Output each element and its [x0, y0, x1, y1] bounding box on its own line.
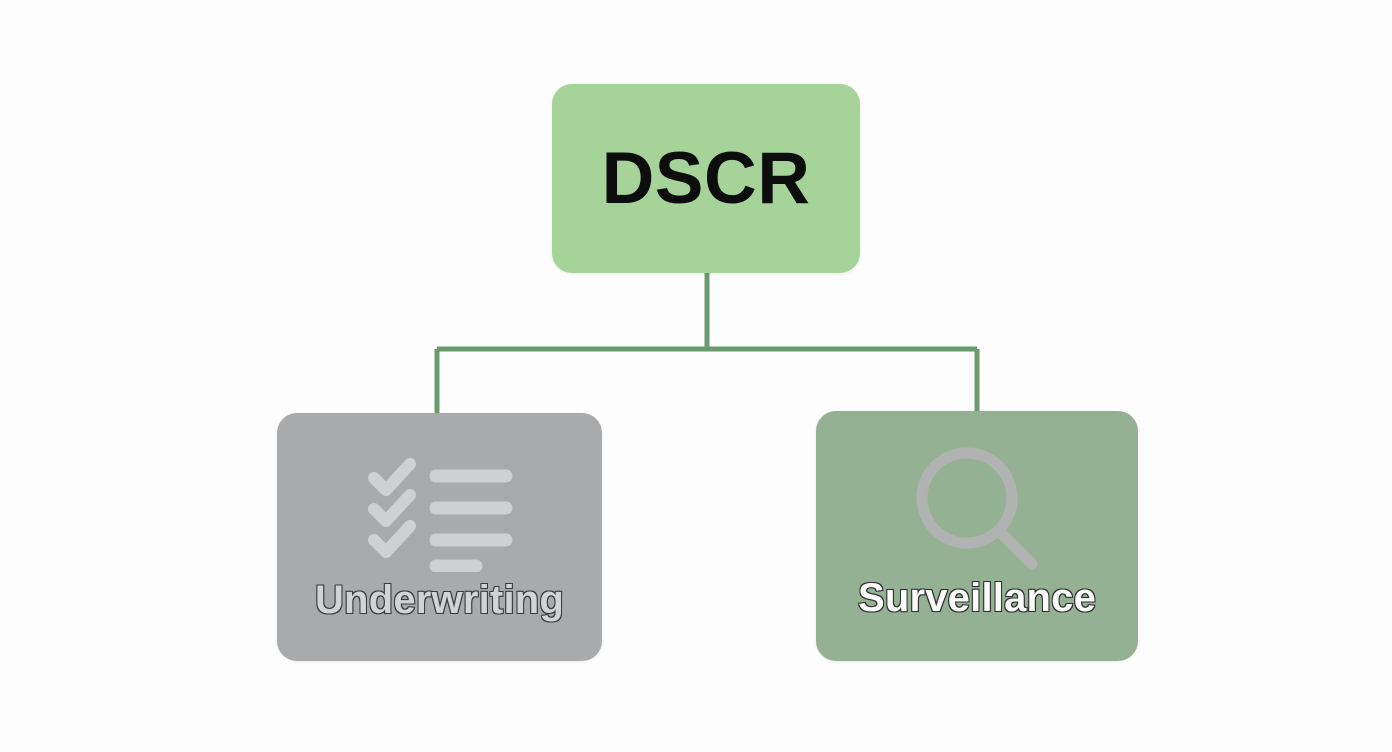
node-surveillance[interactable]: Surveillance — [816, 411, 1138, 661]
node-dscr[interactable]: DSCR — [552, 84, 860, 273]
node-surveillance-label: Surveillance — [857, 576, 1097, 620]
magnifier-icon — [912, 447, 1042, 572]
node-underwriting-label: Underwriting — [314, 578, 565, 622]
checklist-icon — [364, 449, 516, 574]
node-underwriting[interactable]: Underwriting — [277, 413, 602, 661]
node-dscr-label: DSCR — [601, 138, 811, 219]
